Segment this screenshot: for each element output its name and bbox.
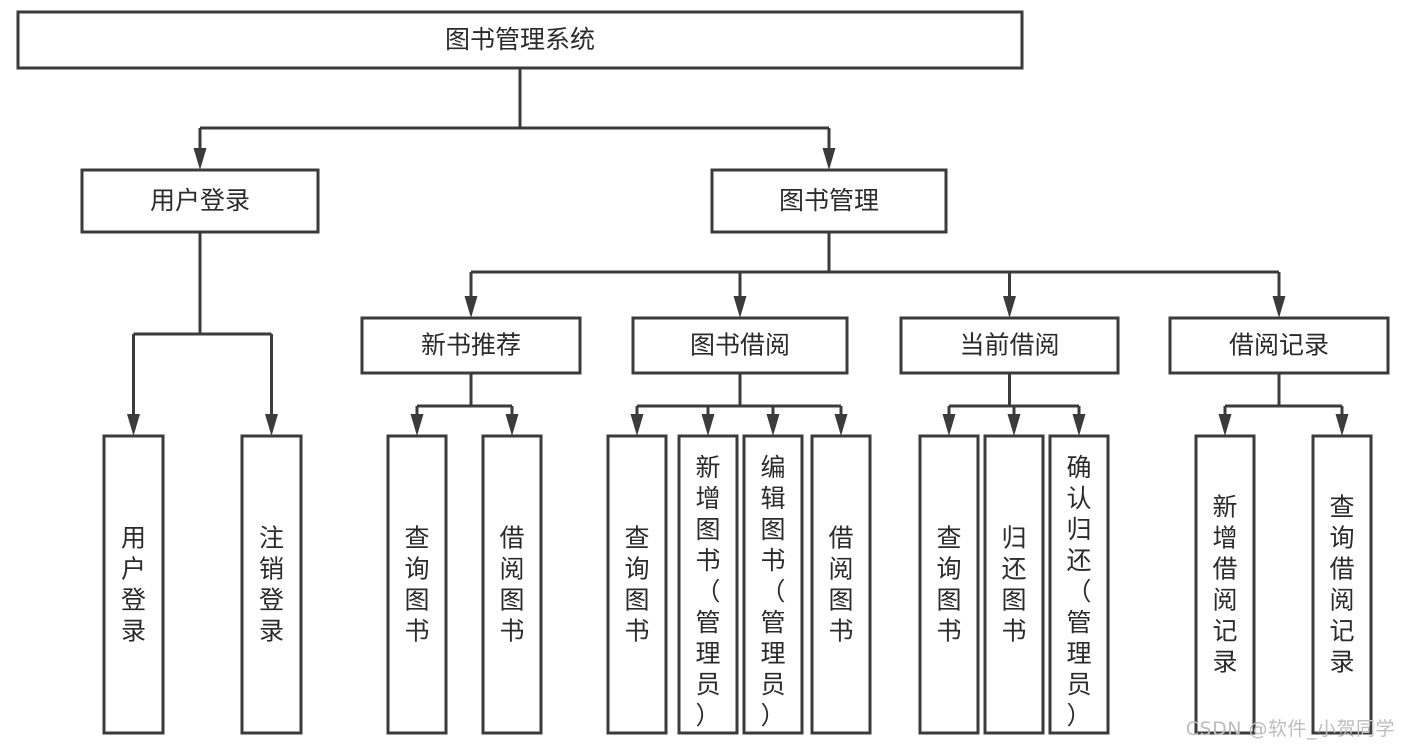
node-current-borrow-box[interactable]	[899, 316, 1120, 375]
node-leaf-borrow-book-1-box[interactable]	[481, 434, 543, 735]
node-leaf-user-logout[interactable]: 注销登录	[240, 434, 303, 735]
arrow-head-icon	[1003, 296, 1016, 318]
node-leaf-query-book-3[interactable]: 查询图书	[918, 434, 980, 735]
node-leaf-user-login-box[interactable]	[102, 434, 165, 735]
arrow-head-icon	[1218, 414, 1232, 436]
node-book-management-box[interactable]	[710, 168, 948, 234]
node-book-borrow-box[interactable]	[631, 316, 849, 375]
node-leaf-borrow-book-2-label: 借阅图书	[828, 524, 853, 646]
arrow-head-icon	[834, 414, 848, 436]
node-leaf-borrow-book-1[interactable]: 借阅图书	[481, 434, 543, 735]
arrow-head-icon	[630, 414, 644, 436]
arrow-head-icon	[410, 414, 424, 436]
node-leaf-confirm-return-admin[interactable]: 确认归还（管理员）	[1048, 434, 1110, 735]
arrow-head-icon	[505, 414, 519, 436]
node-leaf-edit-book-admin-label: 编辑图书（管理员）	[760, 453, 785, 730]
arrow-head-icon	[193, 148, 207, 170]
node-book-management[interactable]: 图书管理	[710, 168, 948, 234]
node-leaf-query-borrow-record-box[interactable]	[1311, 434, 1373, 735]
node-leaf-query-book-1[interactable]: 查询图书	[386, 434, 448, 735]
node-leaf-confirm-return-admin-label: 确认归还（管理员）	[1066, 453, 1091, 730]
node-new-book-recommend-box[interactable]	[360, 316, 582, 375]
arrow-head-icon	[733, 296, 747, 318]
node-leaf-user-logout-box[interactable]	[240, 434, 303, 735]
node-leaf-add-borrow-record[interactable]: 新增借阅记录	[1194, 434, 1256, 735]
arrow-head-icon	[1335, 414, 1349, 436]
node-leaf-query-book-2-box[interactable]	[606, 434, 668, 735]
node-root-label: 图书管理系统	[445, 25, 595, 54]
node-borrow-record-box[interactable]	[1168, 316, 1390, 375]
arrow-head-icon	[942, 414, 956, 436]
node-leaf-borrow-book-2-box[interactable]	[810, 434, 872, 735]
watermark-label: CSDN @软件_小贺同学	[1185, 718, 1395, 740]
node-leaf-query-book-3-box[interactable]	[918, 434, 980, 735]
node-book-management-label: 图书管理	[779, 186, 879, 215]
arrow-head-icon	[701, 414, 715, 436]
node-book-borrow[interactable]: 图书借阅	[631, 316, 849, 375]
node-leaf-query-book-3-label: 查询图书	[936, 524, 961, 646]
node-root[interactable]: 图书管理系统	[16, 10, 1024, 70]
node-leaf-user-login-label: 用户登录	[121, 524, 146, 646]
node-leaf-add-book-admin[interactable]: 新增图书（管理员）	[677, 434, 739, 735]
node-leaf-query-book-1-label: 查询图书	[404, 524, 429, 646]
connector-layer	[127, 68, 1349, 436]
node-leaf-add-book-admin-box[interactable]	[677, 434, 739, 735]
node-leaf-return-book-box[interactable]	[983, 434, 1045, 735]
node-leaf-borrow-book-2[interactable]: 借阅图书	[810, 434, 872, 735]
arrow-head-icon	[1272, 296, 1286, 318]
arrow-head-icon	[464, 296, 478, 318]
node-user-login[interactable]: 用户登录	[80, 168, 320, 234]
node-leaf-edit-book-admin-box[interactable]	[742, 434, 804, 735]
node-leaf-confirm-return-admin-box[interactable]	[1048, 434, 1110, 735]
node-current-borrow[interactable]: 当前借阅	[899, 316, 1120, 375]
node-user-login-label: 用户登录	[150, 186, 250, 215]
node-layer: 图书管理系统用户登录图书管理新书推荐图书借阅当前借阅借阅记录用户登录注销登录查询…	[16, 10, 1390, 735]
arrow-head-icon	[127, 414, 140, 436]
arrow-head-icon	[766, 414, 780, 436]
node-leaf-user-logout-label: 注销登录	[259, 524, 284, 646]
arrow-head-icon	[1007, 414, 1021, 436]
node-leaf-query-borrow-record[interactable]: 查询借阅记录	[1311, 434, 1373, 735]
node-root-box[interactable]	[16, 10, 1024, 70]
node-user-login-box[interactable]	[80, 168, 320, 234]
node-leaf-add-borrow-record-label: 新增借阅记录	[1212, 493, 1237, 677]
node-leaf-add-book-admin-label: 新增图书（管理员）	[695, 453, 720, 730]
arrow-head-icon	[1072, 414, 1086, 436]
node-new-book-recommend[interactable]: 新书推荐	[360, 316, 582, 375]
node-leaf-return-book-label: 归还图书	[1001, 524, 1026, 646]
node-leaf-add-borrow-record-box[interactable]	[1194, 434, 1256, 735]
node-leaf-query-book-1-box[interactable]	[386, 434, 448, 735]
node-borrow-record[interactable]: 借阅记录	[1168, 316, 1390, 375]
node-leaf-user-login[interactable]: 用户登录	[102, 434, 165, 735]
node-leaf-query-book-2-label: 查询图书	[624, 524, 649, 646]
node-leaf-borrow-book-1-label: 借阅图书	[499, 524, 524, 646]
node-book-borrow-label: 图书借阅	[690, 331, 790, 360]
node-leaf-query-book-2[interactable]: 查询图书	[606, 434, 668, 735]
node-leaf-query-borrow-record-label: 查询借阅记录	[1329, 493, 1354, 677]
node-current-borrow-label: 当前借阅	[959, 331, 1059, 360]
node-borrow-record-label: 借阅记录	[1229, 331, 1329, 360]
node-leaf-edit-book-admin[interactable]: 编辑图书（管理员）	[742, 434, 804, 735]
node-new-book-recommend-label: 新书推荐	[421, 331, 521, 360]
arrow-head-icon	[265, 414, 278, 436]
arrow-head-icon	[822, 148, 836, 170]
node-leaf-return-book[interactable]: 归还图书	[983, 434, 1045, 735]
